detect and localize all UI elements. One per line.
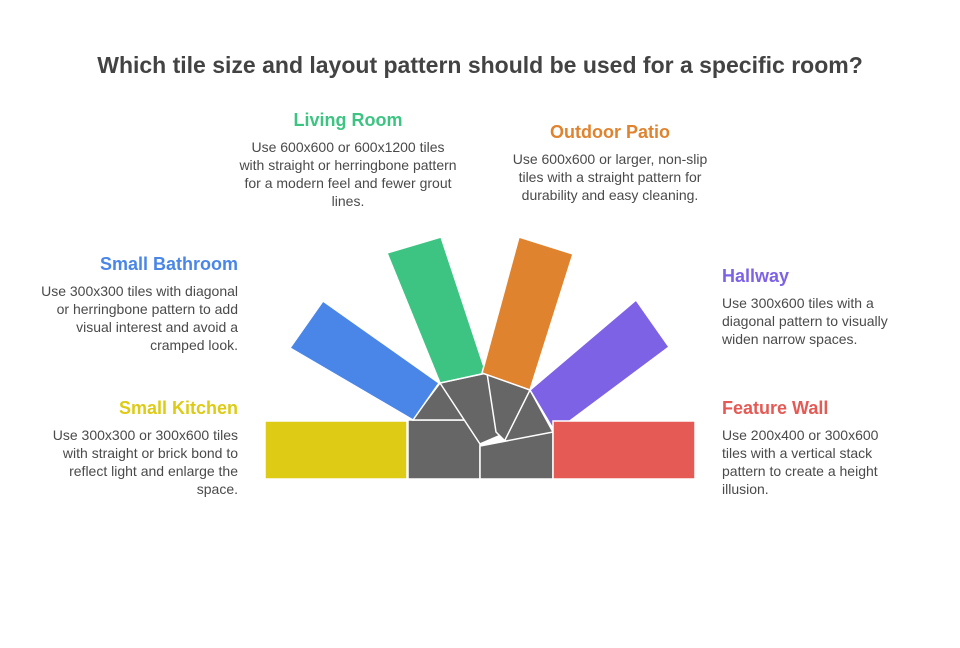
room-description: Use 300x600 tiles with a diagonal patter…: [722, 295, 888, 347]
room-name: Feature Wall: [722, 398, 829, 418]
room-outdoor-patio: Outdoor Patio Use 600x600 or larger, non…: [502, 120, 718, 204]
room-living-room: Living Room Use 600x600 or 600x1200 tile…: [238, 108, 458, 210]
room-description: Use 600x600 or 600x1200 tiles with strai…: [239, 139, 457, 209]
blade-feature-wall: [552, 420, 696, 480]
blade-small-kitchen: [264, 420, 408, 480]
room-name: Living Room: [293, 110, 403, 130]
room-name: Small Kitchen: [118, 398, 238, 418]
room-name: Small Bathroom: [99, 254, 238, 274]
room-small-kitchen: Small Kitchen Use 300x300 or 300x600 til…: [40, 396, 238, 498]
room-description: Use 300x300 tiles with diagonal or herri…: [41, 283, 238, 353]
room-description: Use 200x400 or 300x600 tiles with a vert…: [722, 427, 879, 497]
room-description: Use 600x600 or larger, non-slip tiles wi…: [512, 151, 708, 203]
room-hallway: Hallway Use 300x600 tiles with a diagona…: [722, 264, 902, 348]
room-small-bathroom: Small Bathroom Use 300x300 tiles with di…: [40, 252, 238, 354]
room-feature-wall: Feature Wall Use 200x400 or 300x600 tile…: [722, 396, 902, 498]
blade-small-bathroom: [288, 299, 441, 421]
fan-hub: [407, 372, 554, 480]
room-description: Use 300x300 or 300x600 tiles with straig…: [52, 427, 238, 497]
room-name: Outdoor Patio: [550, 122, 670, 142]
room-name: Hallway: [722, 266, 790, 286]
diagram-title: Which tile size and layout pattern shoul…: [97, 52, 863, 78]
